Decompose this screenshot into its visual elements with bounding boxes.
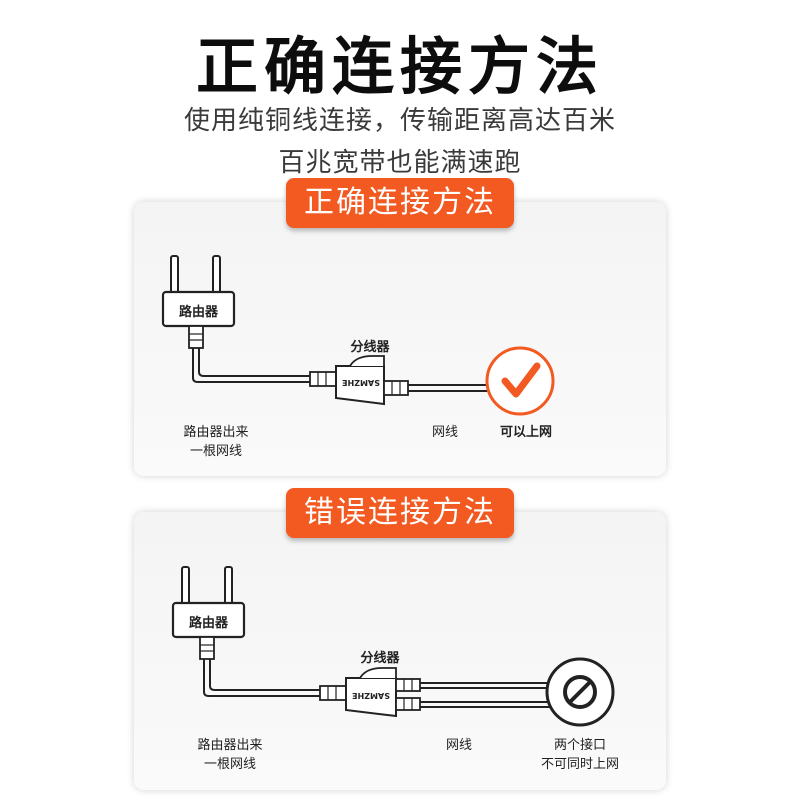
result-label: 可以上网 xyxy=(499,425,552,440)
router-icon xyxy=(171,566,246,660)
cable-out-upper xyxy=(395,678,552,692)
cable-in xyxy=(203,659,347,701)
cable-out xyxy=(383,380,492,396)
router-label: 路由器 xyxy=(178,305,218,320)
result-note-line-1: 两个接口 xyxy=(553,738,606,753)
cable-out-lower xyxy=(395,697,552,711)
wrong-method-badge: 错误连接方法 xyxy=(286,488,514,538)
cable-in xyxy=(192,348,337,387)
prohibited-icon xyxy=(545,657,615,727)
result-note-line-2: 不可同时上网 xyxy=(540,757,619,772)
check-icon xyxy=(485,346,555,416)
splitter-label: 分线器 xyxy=(350,340,390,355)
router-icon xyxy=(161,255,236,349)
splitter-icon: SAMZHE xyxy=(345,667,397,718)
source-note-line-1: 路由器出来 xyxy=(197,738,263,753)
correct-method-badge: 正确连接方法 xyxy=(286,178,514,228)
splitter-label: 分线器 xyxy=(360,651,400,666)
subtitle-line-1: 使用纯铜线连接，传输距离高达百米 xyxy=(183,106,616,136)
source-note-line-2: 一根网线 xyxy=(203,757,256,772)
cable-label: 网线 xyxy=(431,425,458,440)
source-note-line-2: 一根网线 xyxy=(189,444,242,459)
cable-label: 网线 xyxy=(445,738,472,753)
splitter-brand: SAMZHE xyxy=(352,691,390,700)
source-note-line-1: 路由器出来 xyxy=(183,425,249,440)
page-title: 正确连接方法 xyxy=(195,30,604,103)
correct-method-panel xyxy=(134,202,666,476)
wrong-method-panel xyxy=(134,512,666,790)
subtitle-line-2: 百兆宽带也能满速跑 xyxy=(278,148,522,178)
router-label: 路由器 xyxy=(188,616,228,631)
splitter-brand: SAMZHE xyxy=(342,378,380,387)
splitter-icon: SAMZHE xyxy=(335,355,385,406)
